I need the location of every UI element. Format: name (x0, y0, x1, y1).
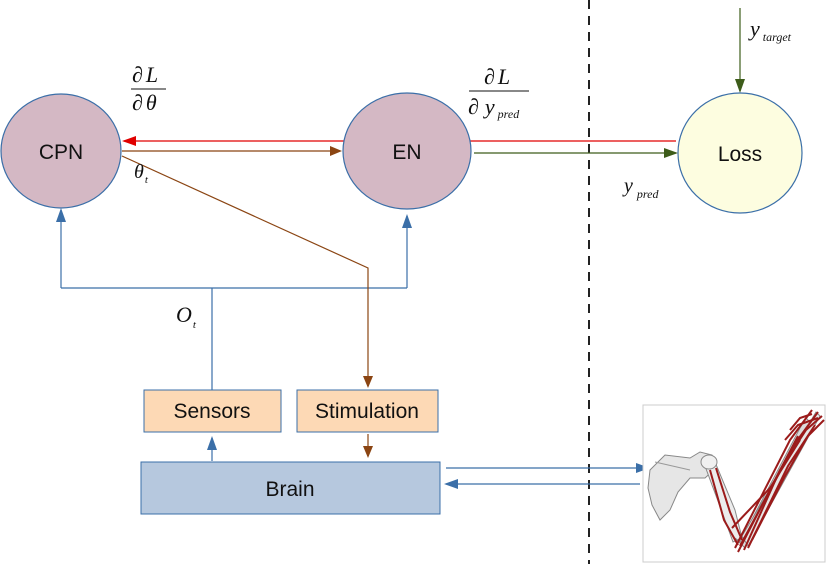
forward-lines (121, 146, 373, 458)
loss-node: Loss (677, 92, 803, 214)
observation-lines (56, 208, 650, 489)
brain-label: Brain (265, 478, 314, 501)
prediction-lines (474, 8, 745, 158)
dL-dtheta-label: ∂L ∂θ (131, 62, 166, 115)
svg-text:∂L: ∂L (132, 62, 158, 87)
cpn-node: CPN (0, 93, 122, 209)
theta-t-label: θt (134, 161, 149, 186)
sensors-box: Sensors (143, 389, 282, 433)
musculoskeletal-arm-icon (642, 404, 826, 563)
cpn-label: CPN (39, 141, 83, 164)
en-label: EN (392, 141, 421, 164)
svg-text:∂L: ∂L (484, 64, 510, 89)
svg-text:∂θ: ∂θ (132, 90, 157, 115)
o-t-label: Ot (176, 302, 197, 331)
en-node: EN (342, 92, 472, 210)
loss-label: Loss (718, 143, 762, 166)
stimulation-label: Stimulation (315, 400, 419, 423)
stimulation-box: Stimulation (296, 389, 439, 433)
sensors-label: Sensors (173, 400, 250, 423)
brain-box: Brain (140, 461, 441, 515)
